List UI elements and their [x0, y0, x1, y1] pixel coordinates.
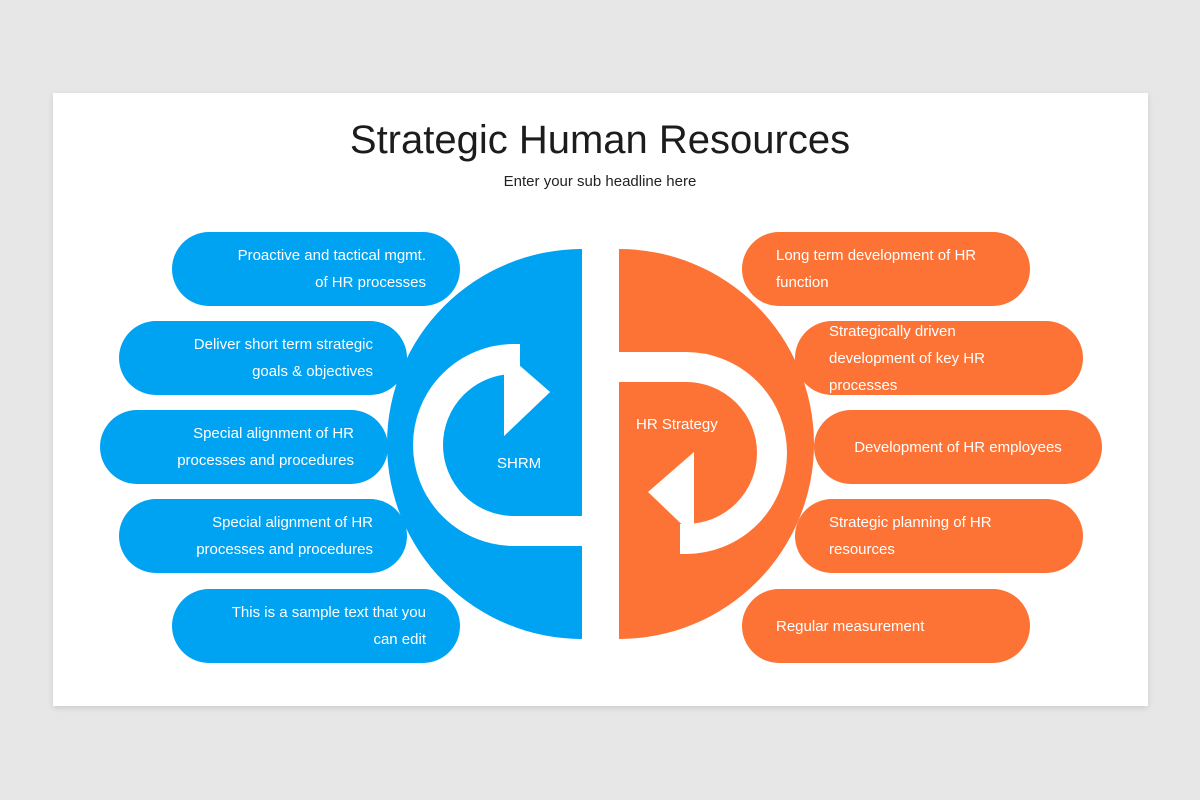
- left-item-1: Proactive and tactical mgmt. of HR proce…: [172, 232, 460, 306]
- right-item-1-text: Long term development of HR function: [776, 247, 977, 291]
- hr-strategy-label: HR Strategy: [636, 416, 718, 433]
- left-item-3-text: Special alignment of HR processes and pr…: [177, 425, 354, 469]
- curved-arrow-left-icon: [619, 352, 787, 554]
- right-item-4: Strategic planning of HR resources: [795, 499, 1083, 573]
- left-item-5-text: This is a sample text that you can edit: [231, 604, 426, 648]
- hr-strategy-half-circle: [619, 249, 814, 639]
- right-item-3-text: Development of HR employees: [854, 438, 1062, 456]
- curved-arrow-right-icon: [413, 344, 582, 546]
- shrm-label: SHRM: [497, 455, 542, 472]
- left-item-3: Special alignment of HR processes and pr…: [100, 410, 388, 484]
- page-title: Strategic Human Resources: [349, 118, 851, 162]
- right-item-5-text: Regular measurement: [776, 617, 925, 635]
- right-item-2-text: Strategically driven development of key …: [829, 322, 985, 394]
- right-item-3: Development of HR employees: [814, 410, 1102, 484]
- right-item-1: Long term development of HR function: [742, 232, 1030, 306]
- left-item-1-text: Proactive and tactical mgmt. of HR proce…: [237, 247, 426, 291]
- page-subtitle: Enter your sub headline here: [503, 173, 697, 190]
- right-item-2: Strategically driven development of key …: [795, 321, 1083, 395]
- right-item-5: Regular measurement: [742, 589, 1030, 663]
- left-item-5: This is a sample text that you can edit: [172, 589, 460, 663]
- left-item-2-text: Deliver short term strategic goals & obj…: [193, 336, 373, 380]
- left-item-4-text: Special alignment of HR processes and pr…: [196, 514, 373, 558]
- left-item-2: Deliver short term strategic goals & obj…: [119, 321, 407, 395]
- left-item-4: Special alignment of HR processes and pr…: [119, 499, 407, 573]
- right-item-4-text: Strategic planning of HR resources: [829, 514, 992, 558]
